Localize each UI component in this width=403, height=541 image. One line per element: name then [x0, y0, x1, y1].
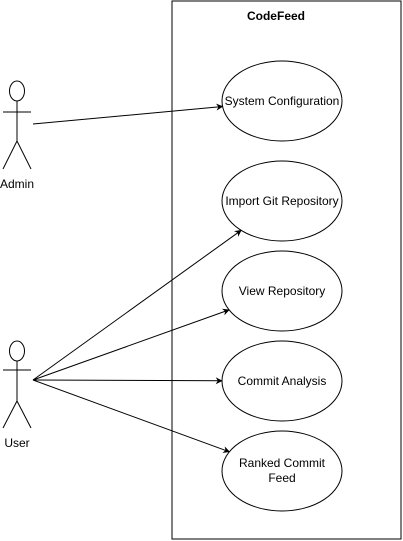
use-case-ellipse — [221, 250, 343, 332]
use-case-ellipse — [221, 60, 343, 142]
use-case-label: Import Git Repository — [225, 194, 338, 208]
use-case-label: View Repository — [239, 284, 325, 298]
use-case-label: Commit Analysis — [238, 374, 327, 388]
actor-label: User — [4, 436, 29, 450]
associations — [32, 103, 242, 453]
association-user-to-view-repository — [32, 308, 230, 381]
use-case-commit-analysis[interactable]: Commit Analysis — [221, 340, 343, 422]
association-admin-to-system-configuration — [32, 103, 224, 125]
use-case-ranked-commit-feed[interactable]: Ranked Commit Feed — [221, 430, 343, 512]
use-case-label-line-2: Feed — [268, 471, 295, 485]
association-user-to-import-git-repository — [32, 229, 242, 381]
stick-figure-icon — [2, 340, 32, 429]
use-case-label: System Configuration — [225, 94, 340, 108]
use-case-view-repository[interactable]: View Repository — [221, 250, 343, 332]
use-case-system-configuration[interactable]: System Configuration — [221, 60, 343, 142]
use-case-ellipse — [221, 160, 343, 242]
association-user-to-commit-analysis — [32, 377, 223, 385]
association-user-to-ranked-commit-feed — [32, 379, 231, 453]
system-title: CodeFeed — [247, 9, 305, 23]
actor-admin[interactable]: Admin — [0, 80, 34, 191]
stick-figure-icon — [2, 80, 32, 170]
use-case-import-git-repository[interactable]: Import Git Repository — [221, 160, 343, 242]
use-case-label: Ranked Commit — [239, 456, 326, 470]
use-cases: System Configuration Import Git Reposito… — [221, 60, 343, 512]
use-case-ellipse — [221, 340, 343, 422]
use-case-ellipse — [221, 430, 343, 512]
actor-label: Admin — [0, 177, 34, 191]
actor-user[interactable]: User — [2, 340, 32, 450]
